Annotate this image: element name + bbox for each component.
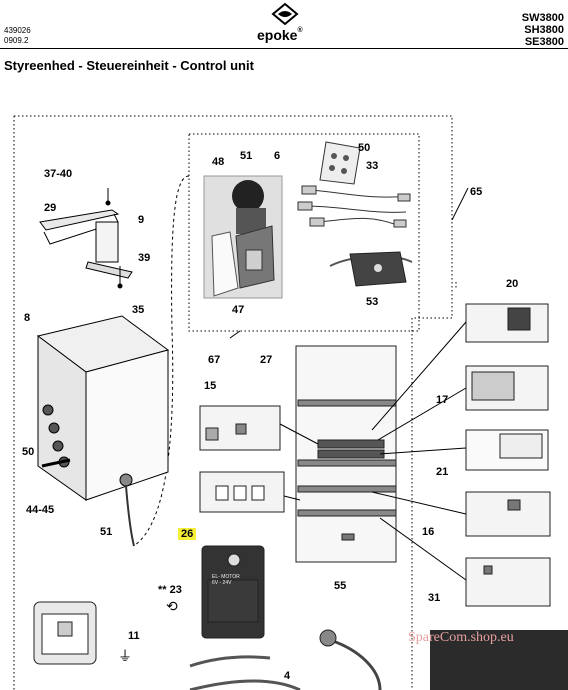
- callout-20: 20: [506, 278, 519, 290]
- callout-21: 21: [436, 466, 449, 478]
- callout-26: 26: [178, 528, 197, 540]
- rotation-symbol-icon: ⟲: [166, 598, 178, 614]
- plug-part: [319, 141, 361, 185]
- header-divider: [0, 48, 568, 49]
- control-box: [36, 315, 170, 547]
- callout-26-highlight: 26: [178, 528, 197, 540]
- cable-4: [189, 655, 301, 690]
- board-17: [465, 365, 549, 411]
- callout-23: ** 23: [158, 584, 182, 596]
- callout-15: 15: [204, 380, 217, 392]
- callout-65: 65: [470, 186, 483, 198]
- callout-55: 55: [334, 580, 347, 592]
- doc-date: 0909.2: [4, 36, 29, 45]
- motor-unit: [201, 545, 265, 639]
- callout-16: 16: [422, 526, 435, 538]
- dashed-connector: [134, 175, 190, 546]
- switch-symbol-icon: ⏚: [118, 648, 132, 664]
- board-20: [465, 303, 549, 343]
- model-sw3800: SW3800: [521, 12, 564, 24]
- cable-53: [329, 251, 413, 287]
- callout-35: 35: [132, 304, 145, 316]
- cable-group-box: [188, 133, 420, 332]
- page-title: Styreenhed - Steuereinheit - Control uni…: [4, 58, 254, 73]
- callout-4: 4: [284, 670, 291, 682]
- cable-harness: [297, 185, 411, 228]
- watermark: SpareCom.shop.eu: [408, 630, 514, 645]
- callout-17: 17: [436, 394, 449, 406]
- bracket-assembly: [39, 188, 133, 289]
- brand-registered-mark: ®: [297, 27, 303, 34]
- brand-name: epoke: [257, 27, 298, 43]
- callout-51-bottom: 51: [100, 526, 113, 538]
- brand-logo: epoke®: [255, 2, 315, 50]
- motor-label-line2: 6V - 24V: [212, 580, 232, 586]
- board-26: [199, 471, 285, 513]
- model-se3800: SE3800: [524, 36, 564, 48]
- callout-50-left: 50: [22, 446, 35, 458]
- callout-11: 11: [128, 630, 140, 642]
- callout-6: 6: [274, 150, 281, 162]
- callout-8: 8: [24, 312, 31, 324]
- callout-50-top: 50: [358, 142, 371, 154]
- main-board: [295, 345, 397, 563]
- epoke-logo-icon: [271, 2, 299, 26]
- switch-housing: [33, 601, 97, 665]
- corner-photo: [430, 630, 568, 690]
- callout-27: 27: [260, 354, 273, 366]
- motor-label-line1: EL- MOTOR: [212, 574, 240, 580]
- model-sh3800: SH3800: [524, 24, 564, 36]
- callout-44-45: 44-45: [26, 504, 55, 516]
- board-31: [465, 557, 551, 607]
- connector-photo: [203, 175, 283, 299]
- callout-39: 39: [138, 252, 151, 264]
- sensor-cable: [319, 629, 382, 690]
- callout-29: 29: [44, 202, 57, 214]
- board-21: [465, 429, 549, 471]
- callout-33: 33: [366, 160, 379, 172]
- callout-37-40: 37-40: [44, 168, 73, 180]
- callout-67: 67: [208, 354, 221, 366]
- callout-48: 48: [212, 156, 225, 168]
- leader-lines: [229, 187, 469, 581]
- outer-boundary-top: [14, 115, 453, 319]
- doc-number: 439026: [4, 26, 31, 35]
- motor-label: EL- MOTOR 6V - 24V: [212, 574, 240, 586]
- callout-47: 47: [232, 304, 245, 316]
- callout-9: 9: [138, 214, 145, 226]
- callout-53: 53: [366, 296, 379, 308]
- board-15: [199, 405, 281, 451]
- callout-31: 31: [428, 592, 441, 604]
- callout-51-top: 51: [240, 150, 253, 162]
- model-list: SW3800 SH3800 SE3800: [522, 12, 564, 48]
- board-16: [465, 491, 551, 537]
